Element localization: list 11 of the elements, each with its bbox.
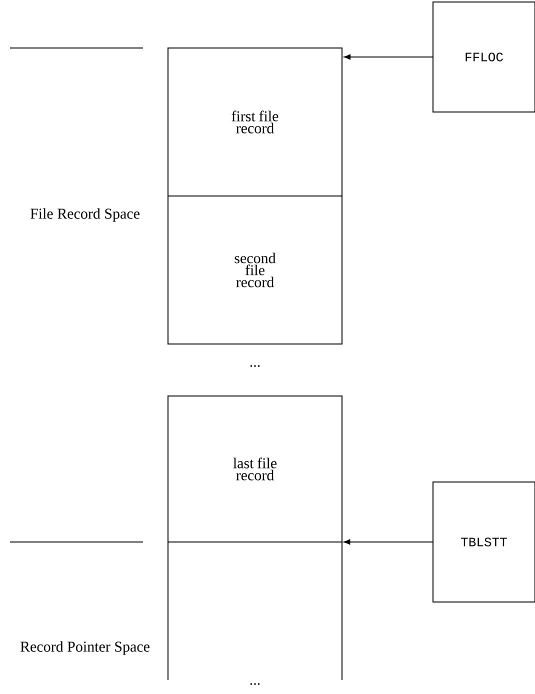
pointer-box: TBLSTT — [432, 482, 535, 602]
dots: ... — [250, 365, 260, 367]
pointer-box: FFLOC — [432, 2, 535, 112]
open-memory-block — [168, 542, 342, 680]
arrow — [344, 54, 433, 60]
memory-block: first file record — [168, 48, 342, 196]
region-label: File Record Space — [30, 208, 140, 222]
memory-block: second file record — [168, 196, 342, 344]
arrow — [344, 539, 433, 545]
memory-block: last file record — [168, 396, 342, 542]
region-label: Record Pointer Space — [20, 641, 150, 655]
